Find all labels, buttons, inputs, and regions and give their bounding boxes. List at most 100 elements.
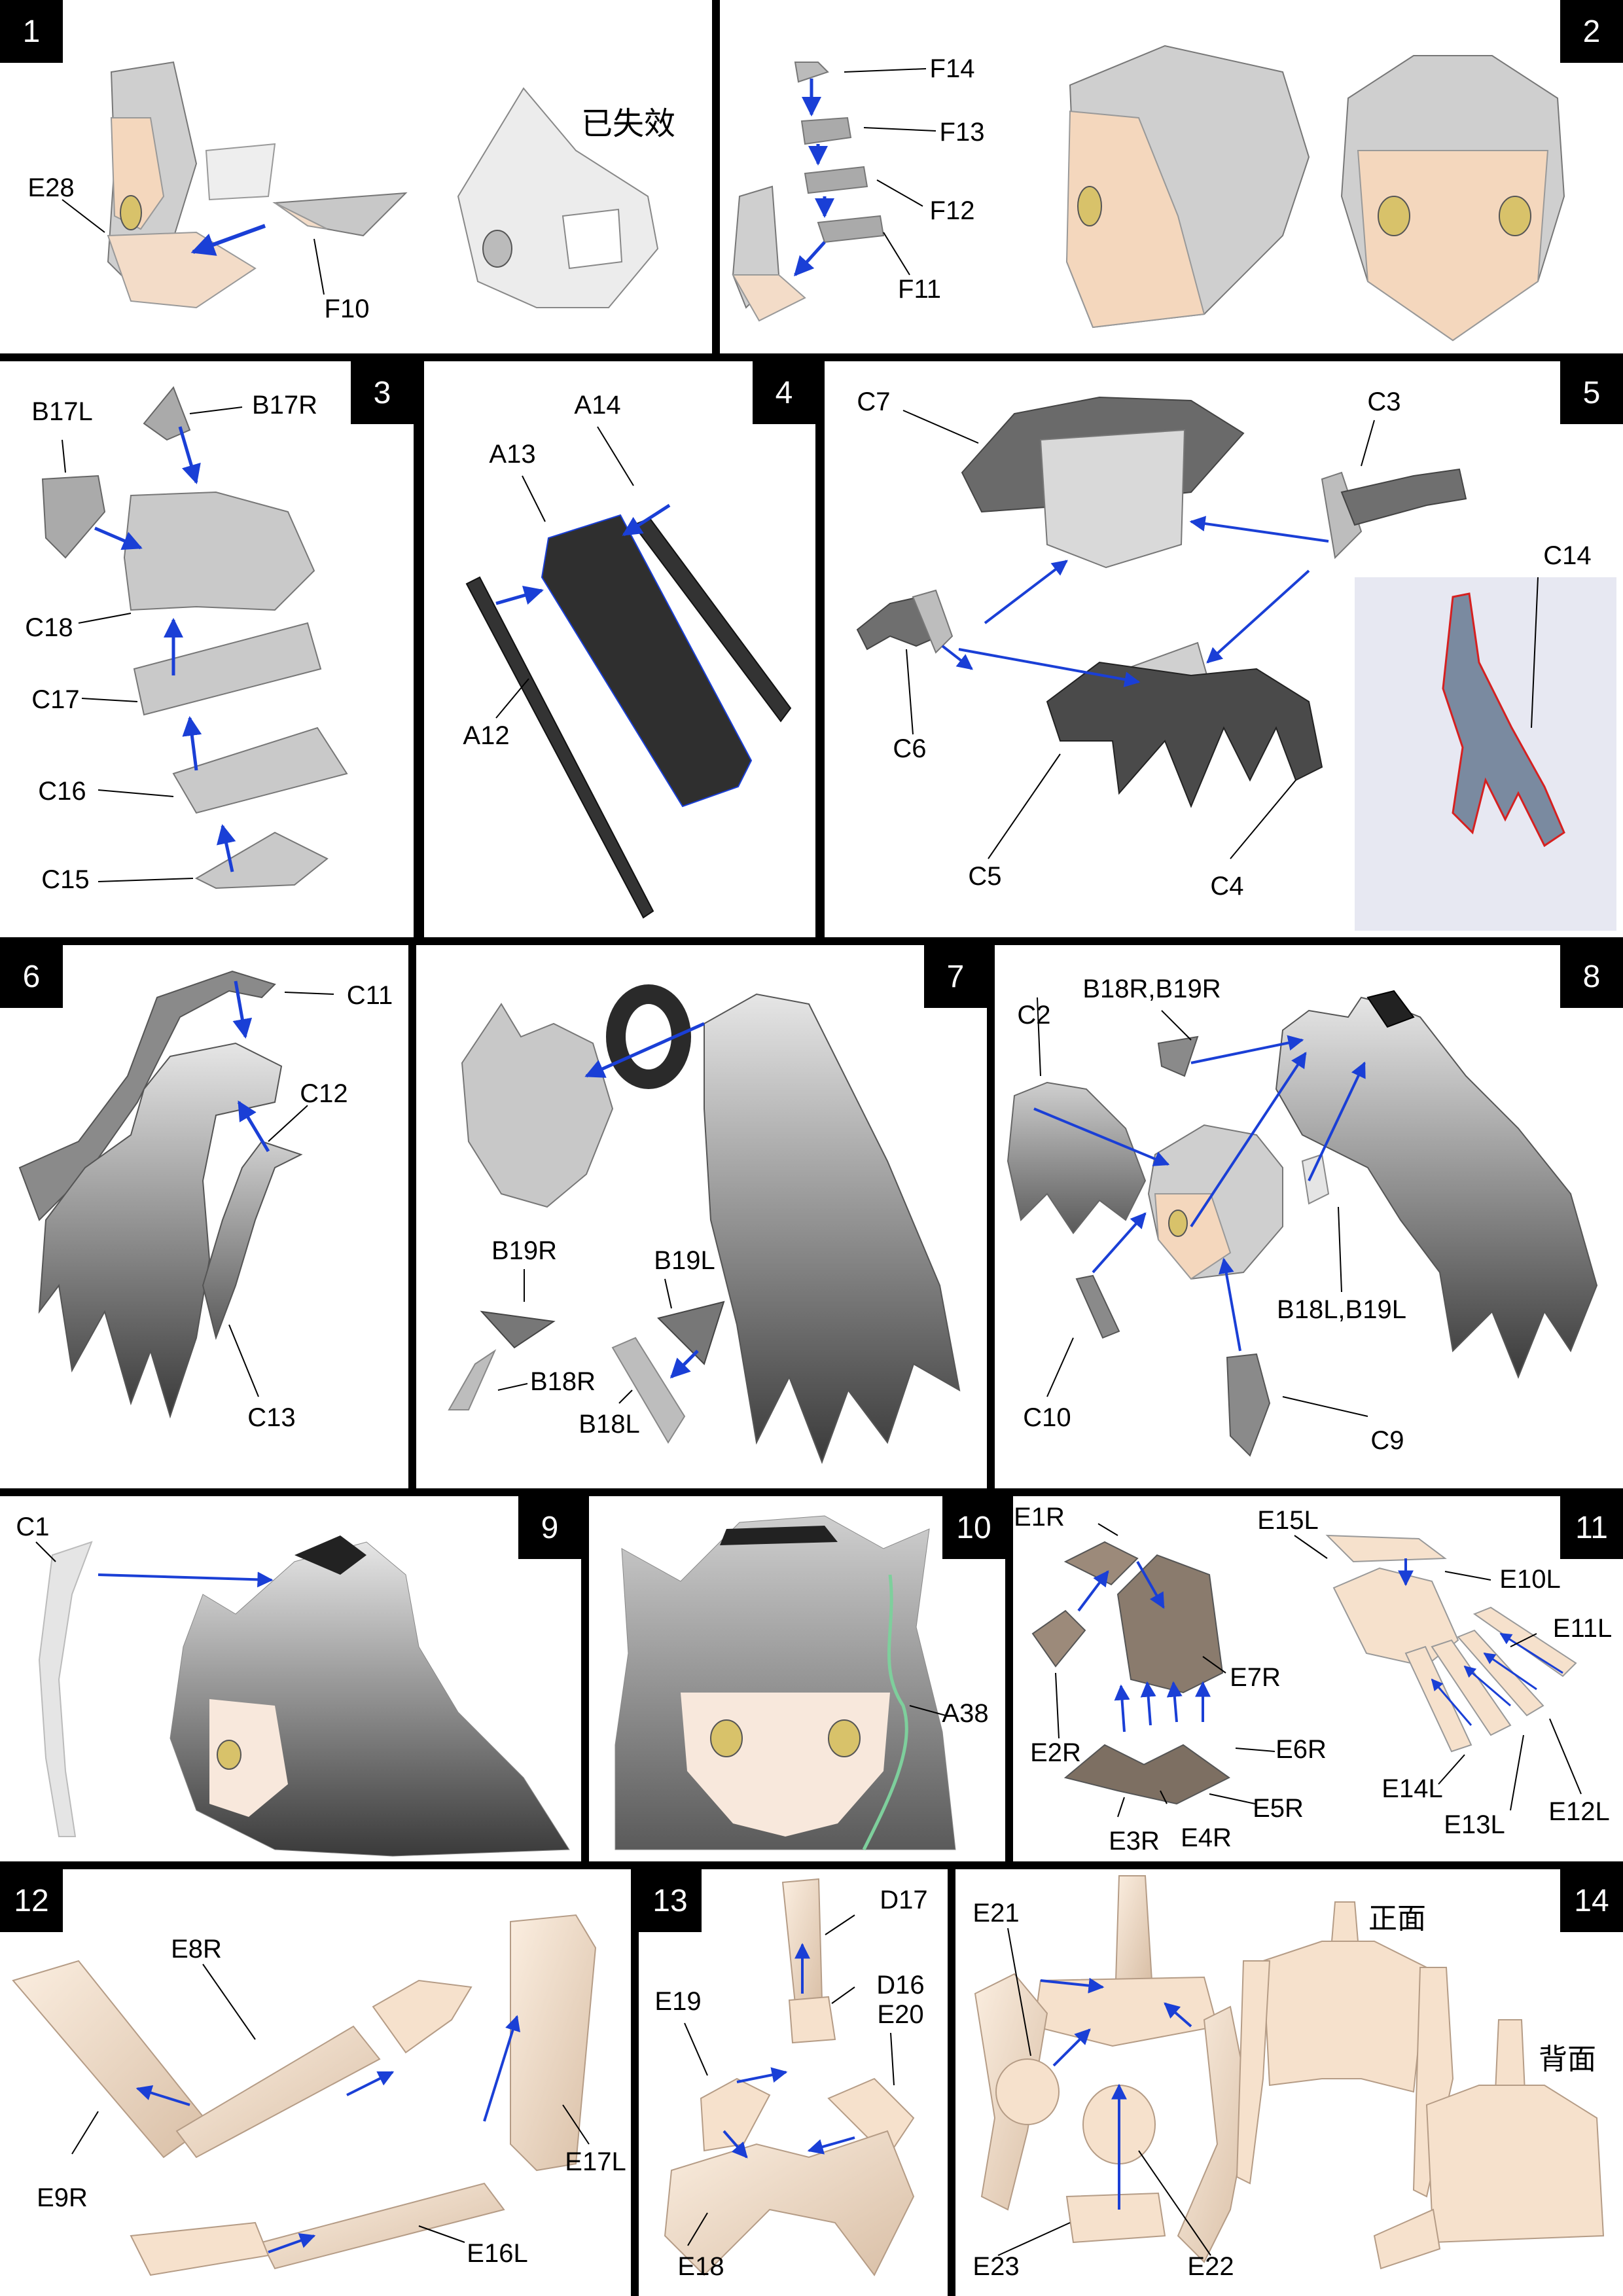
panel-13: 13 D17 D16 E19 E20 E18 — [639, 1869, 948, 2296]
label-c11: C11 — [347, 981, 393, 1010]
ponytail-piece — [704, 993, 961, 1464]
label-c10: C10 — [1023, 1403, 1071, 1432]
arm-right — [1177, 2005, 1251, 2263]
e15l-piece — [1325, 1534, 1447, 1563]
label-b18r: B18R — [530, 1367, 596, 1396]
panel-6-art: C11 C12 C13 — [18, 970, 393, 1432]
label-c2: C2 — [1017, 1001, 1050, 1030]
c12-strand — [202, 1140, 303, 1340]
label-c13: C13 — [247, 1403, 295, 1432]
hair-band — [1366, 990, 1415, 1028]
label-c4: C4 — [1210, 872, 1243, 901]
panel-number: 12 — [0, 1869, 63, 1932]
c17-piece — [133, 622, 322, 716]
panel-12: 12 E8R E9R E17L E16L — [0, 1869, 631, 2296]
panel-number: 14 — [1560, 1869, 1623, 1932]
panel-4-art: A14 A13 A12 — [463, 391, 792, 919]
panel-6: 6 C11 C12 C13 — [0, 945, 408, 1488]
panel-8-art: B18R,B19R C2 B18L,B19L C10 C9 — [1007, 975, 1598, 1457]
hand-left — [130, 2221, 270, 2276]
label-c6: C6 — [893, 734, 926, 763]
label-a12: A12 — [463, 721, 509, 750]
torso-back-view — [1373, 2019, 1605, 2270]
hand-palm — [1332, 1567, 1459, 1668]
label-e10l: E10L — [1499, 1565, 1560, 1594]
neck-piece — [1115, 1875, 1153, 1981]
panel-14-art: E21 E23 E22 正面 背面 — [972, 1875, 1605, 2281]
head-front-view — [1340, 55, 1565, 342]
label-e1r: E1R — [1014, 1503, 1065, 1532]
c10-piece — [1075, 1274, 1120, 1339]
panel-9-art: C1 — [16, 1513, 570, 1857]
label-e22: E22 — [1187, 2252, 1234, 2281]
panel-14: 14 E21 E23 E22 正面 背面 — [955, 1869, 1623, 2296]
head-with-face — [1147, 1124, 1283, 1280]
panel-number: 11 — [1560, 1496, 1623, 1559]
c14-highlight — [1442, 592, 1565, 848]
e8r-piece — [175, 2025, 381, 2159]
hand-right — [372, 1979, 473, 2054]
label-e12l: E12L — [1548, 1797, 1609, 1826]
panel-number: 1 — [0, 0, 63, 63]
b18r-b19r-piece — [1157, 1035, 1199, 1077]
label-e13l: E13L — [1444, 1810, 1505, 1839]
finger-piece — [1404, 1645, 1472, 1753]
eye-left-icon — [1378, 196, 1410, 236]
label-e2r: E2R — [1030, 1738, 1081, 1767]
panel-8: 8 B18R,B19R C2 B18L,B19L C10 C9 — [995, 945, 1623, 1488]
c3-piece — [1340, 468, 1467, 526]
panel-11: 11 E1R E15L E10 — [1013, 1496, 1623, 1861]
c5-c4-claws — [1046, 661, 1323, 808]
panel-number: 9 — [518, 1496, 581, 1559]
label-e5r: E5R — [1253, 1794, 1304, 1823]
b19l-piece — [657, 1300, 725, 1365]
arrow-icon — [190, 224, 266, 256]
label-f10: F10 — [325, 295, 370, 323]
label-e18: E18 — [677, 2252, 724, 2281]
panel-2: 2 F14 F13 F12 F11 — [720, 0, 1623, 353]
label-e21: E21 — [972, 1899, 1019, 1928]
e9r-piece — [12, 1960, 211, 2159]
face-front-piece — [107, 61, 257, 309]
label-e3r: E3R — [1109, 1827, 1160, 1856]
panel-1: 1 E28 F10 已失效 — [0, 0, 712, 353]
label-c5: C5 — [968, 862, 1001, 891]
label-d16: D16 — [876, 1971, 924, 2000]
c11-piece — [18, 970, 276, 1221]
label-e28: E28 — [27, 173, 74, 202]
label-c12: C12 — [300, 1079, 348, 1108]
panel-2-art: F14 F13 F12 F11 — [732, 45, 1565, 342]
head-side-view — [1065, 45, 1310, 329]
rendered-head-front — [615, 1515, 956, 1850]
panel-number: 3 — [351, 361, 414, 424]
label-e19: E19 — [654, 1987, 701, 2016]
e2r-piece — [1031, 1609, 1086, 1668]
c18-piece — [123, 491, 315, 611]
panel-11-art: E1R E15L E10L E11L E7R E2R E6R E5R E4R E… — [1014, 1503, 1612, 1856]
stacked-pieces — [732, 62, 885, 322]
panel-5: 5 C7 C3 C14 C6 C5 C4 — [825, 361, 1623, 937]
label-front-view: 正面 — [1368, 1903, 1426, 1935]
panel-3: 3 B17L B17R C18 C17 C16 C15 — [0, 361, 414, 937]
invalid-model-piece — [457, 87, 659, 308]
panel-10: 10 A38 — [589, 1496, 1005, 1861]
e19-piece — [700, 2077, 771, 2152]
label-e4r: E4R — [1181, 1823, 1232, 1852]
b18l-b19l-piece — [1301, 1153, 1330, 1205]
hair-band-piece — [606, 984, 691, 1089]
white-piece — [205, 143, 276, 201]
a12-piece — [465, 576, 654, 919]
label-b19l: B19L — [654, 1246, 715, 1275]
label-a14: A14 — [574, 391, 620, 420]
torso-front-view — [1236, 1901, 1454, 2198]
finger-piece — [1431, 1639, 1512, 1736]
label-f12: F12 — [930, 196, 975, 225]
e21-piece — [995, 2058, 1060, 2125]
a13-piece — [541, 514, 753, 808]
b18l-piece — [611, 1336, 686, 1444]
label-a38: A38 — [942, 1699, 988, 1728]
label-c17: C17 — [31, 685, 79, 714]
label-e14l: E14L — [1382, 1774, 1442, 1803]
panel-number: 4 — [753, 361, 815, 424]
label-e11l: E11L — [1553, 1614, 1612, 1643]
